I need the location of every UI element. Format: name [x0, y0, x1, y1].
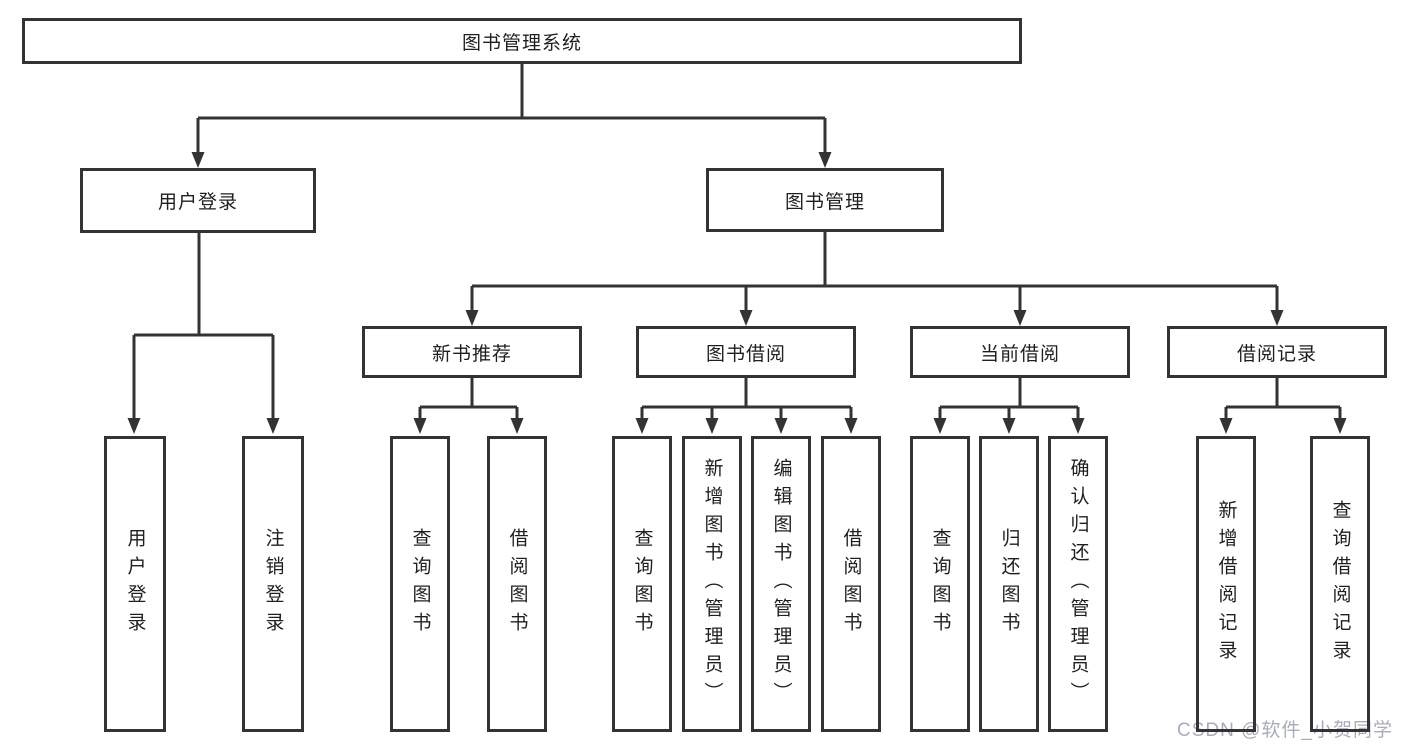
node-book-borrow: 图书借阅: [636, 326, 856, 378]
leaf-borrow-borrow-books: 借阅图书: [821, 436, 881, 732]
node-borrow-records: 借阅记录: [1167, 326, 1387, 378]
node-user-login: 用户登录: [80, 168, 316, 233]
leaf-current-confirm-return-admin: 确认归还（管理员）: [1048, 436, 1108, 732]
leaf-borrow-edit-books-admin: 编辑图书（管理员）: [751, 436, 811, 732]
node-book-management: 图书管理: [706, 168, 944, 232]
leaf-records-add-record: 新增借阅记录: [1196, 436, 1256, 732]
leaf-borrow-add-books-admin: 新增图书（管理员）: [682, 436, 742, 732]
leaf-current-return-books: 归还图书: [979, 436, 1039, 732]
leaf-records-query-record: 查询借阅记录: [1310, 436, 1370, 732]
node-new-book-recommend: 新书推荐: [362, 326, 582, 378]
leaf-recommend-borrow-books: 借阅图书: [487, 436, 547, 732]
node-current-borrow: 当前借阅: [910, 326, 1130, 378]
node-root: 图书管理系统: [22, 18, 1022, 64]
leaf-current-query-books: 查询图书: [910, 436, 970, 732]
leaf-logout: 注销登录: [242, 436, 304, 732]
leaf-recommend-query-books: 查询图书: [390, 436, 450, 732]
leaf-user-login: 用户登录: [104, 436, 166, 732]
watermark: CSDN @软件_小贺同学: [1177, 720, 1393, 741]
leaf-borrow-query-books: 查询图书: [612, 436, 672, 732]
